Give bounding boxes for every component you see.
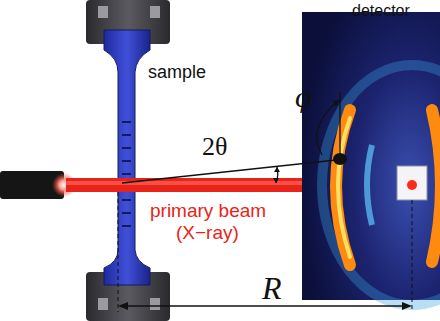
angle-label: φ [295,80,312,114]
sample-label: sample [148,62,206,83]
distance-label: R [262,270,282,307]
diffraction-arc [432,110,440,262]
angle-label: 2θ [202,132,227,162]
beam-spot [407,180,417,190]
diffraction-arc [336,110,350,265]
primary-beam [66,178,302,192]
extension-line [118,192,119,312]
beam-label: (X−ray) [176,222,239,244]
angle-arc [317,100,340,155]
sample-specimen [104,30,150,285]
beam-stop [397,166,427,200]
detector-label: detector [352,2,410,20]
beam-label: primary beam [150,200,266,222]
scattered-ray [122,160,336,183]
extension-line [412,200,413,312]
reference-line [339,92,340,159]
gauge-marks [122,122,131,226]
